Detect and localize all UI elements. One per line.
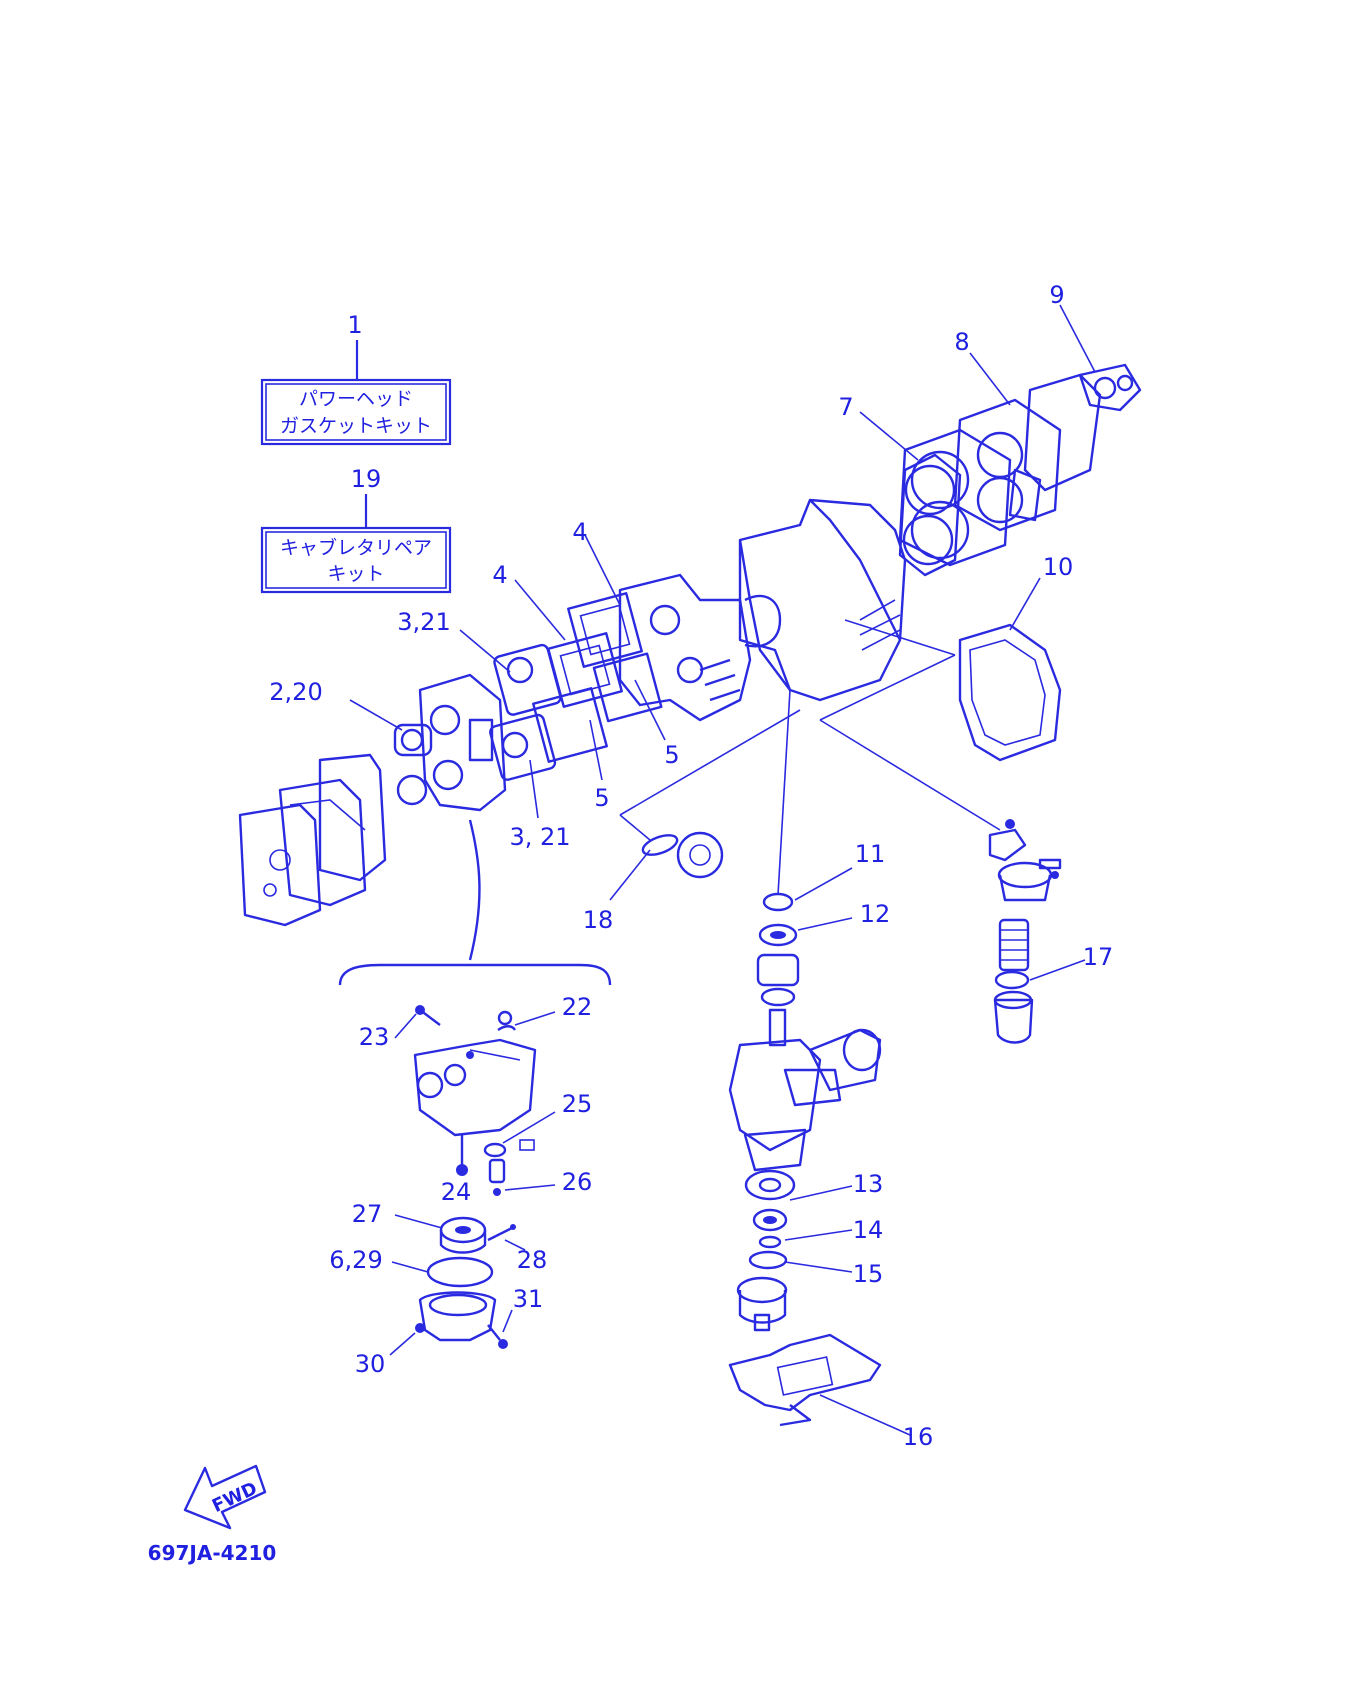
exhaust-cover-10 (958, 623, 1062, 762)
diagram-code: 697JA-4210 (148, 1541, 277, 1565)
cylinder-head-assembly (898, 363, 1142, 567)
gasket-16 (728, 1333, 882, 1427)
cap-22 (497, 1010, 517, 1032)
label-25: 25 (562, 1090, 593, 1118)
needle-24 (456, 1135, 468, 1176)
label-6-29: 6,29 (329, 1246, 382, 1274)
label-11: 11 (855, 840, 886, 868)
screw-23 (415, 1005, 441, 1026)
label-17: 17 (1083, 943, 1114, 971)
label-16: 16 (903, 1423, 934, 1451)
label-2-20: 2,20 (269, 678, 322, 706)
seal-12 (758, 923, 798, 947)
intake-manifold (618, 573, 752, 722)
gasket-2-20 (393, 723, 433, 806)
crankshaft (728, 953, 882, 1172)
forward-arrow-icon: FWD (183, 1464, 267, 1530)
label-9: 9 (1049, 281, 1064, 309)
seal-11 (762, 892, 794, 912)
label-7: 7 (838, 393, 853, 421)
label-27: 27 (352, 1200, 383, 1228)
label-10: 10 (1043, 553, 1074, 581)
kit-1-line2: ガスケットキット (280, 415, 432, 437)
screw-31 (487, 1324, 508, 1349)
label-5-right: 5 (664, 741, 679, 769)
carburetor-assembly (418, 673, 507, 812)
pin-28 (487, 1224, 516, 1242)
silencer (238, 753, 387, 927)
spring-17 (993, 918, 1034, 1044)
label-13: 13 (853, 1170, 884, 1198)
label-30: 30 (355, 1350, 386, 1378)
kit-box-carburetor: 19 キャブレタリペア キット (260, 465, 452, 594)
label-18: 18 (583, 906, 614, 934)
float-chamber (415, 1291, 497, 1342)
kit-ref-19: 19 (351, 465, 382, 493)
label-22: 22 (562, 993, 593, 1021)
label-3-21-lower: 3, 21 (509, 823, 570, 851)
seal-14 (752, 1208, 788, 1249)
label-4-lower: 4 (492, 561, 507, 589)
label-5-left: 5 (594, 784, 609, 812)
gasket-3-21 (489, 643, 562, 781)
bearing-13 (744, 1169, 796, 1201)
label-4-upper: 4 (572, 518, 587, 546)
reed-valve-5 (532, 652, 663, 763)
kit-box-gasket: 1 パワーヘッド ガスケットキット (260, 311, 452, 446)
label-3-21-upper: 3,21 (397, 608, 450, 636)
carburetor-body (413, 1038, 537, 1137)
o-ring-15 (748, 1250, 788, 1270)
crankcase (738, 498, 907, 702)
spring-26 (488, 1158, 506, 1196)
label-28: 28 (517, 1246, 548, 1274)
fuel-pump (988, 819, 1062, 902)
label-24: 24 (441, 1178, 472, 1206)
part-25 (483, 1139, 535, 1158)
label-14: 14 (853, 1216, 884, 1244)
gasket-6-29 (426, 1256, 494, 1288)
label-12: 12 (860, 900, 891, 928)
label-26: 26 (562, 1168, 593, 1196)
label-31: 31 (513, 1285, 544, 1313)
oil-seal-housing (736, 1276, 788, 1332)
label-15: 15 (853, 1260, 884, 1288)
kit-ref-1: 1 (347, 311, 362, 339)
kit-19-line2: キット (327, 563, 384, 585)
kit-19-line1: キャブレタリペア (280, 536, 432, 559)
cover-18 (641, 831, 724, 879)
kit-1-line1: パワーヘッド (299, 388, 413, 410)
label-23: 23 (359, 1023, 390, 1051)
label-8: 8 (954, 328, 969, 356)
float-27 (439, 1216, 487, 1254)
head-gasket-7 (898, 453, 962, 577)
